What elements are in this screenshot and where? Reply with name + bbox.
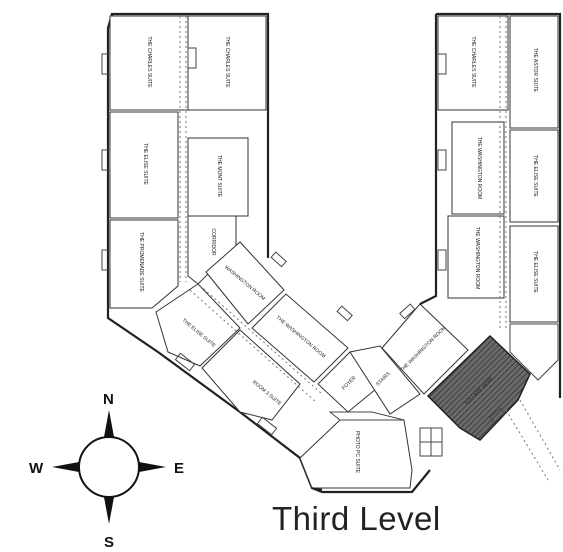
room-wing-r-6[interactable] xyxy=(509,225,559,323)
room-wing-r-5[interactable] xyxy=(447,215,505,299)
room-elbow-l-2[interactable] xyxy=(201,329,301,421)
room-label-wing-r-6: THE ELISE SUITE xyxy=(532,251,538,293)
left-elbow xyxy=(155,241,353,436)
room-wing-l-4[interactable] xyxy=(187,137,249,217)
room-wing-r-1[interactable] xyxy=(437,15,509,111)
compass-needle-south xyxy=(104,497,114,524)
room-elbow-r-1[interactable] xyxy=(381,303,469,395)
room-label-wing-r-1: THE CHARLES SUITE xyxy=(470,36,476,88)
room-label-wing-l-1: THE CHARLES SUITE xyxy=(146,36,152,88)
level-title: Third Level xyxy=(272,500,441,537)
room-label-wing-r-3: THE WASHINGTON ROOM xyxy=(476,137,482,200)
room-wing-r-4[interactable] xyxy=(509,129,559,223)
compass-south-label: S xyxy=(104,534,114,551)
center-section xyxy=(299,351,443,494)
room-wing-r-2[interactable] xyxy=(509,15,559,129)
room-elbow-l-1[interactable] xyxy=(155,283,241,367)
compass-west-label: W xyxy=(29,460,44,477)
right-wing xyxy=(419,12,562,481)
compass-north-label: N xyxy=(103,391,114,408)
compass-needle-east xyxy=(139,462,166,472)
room-wing-r-3[interactable] xyxy=(451,121,505,215)
left-wing xyxy=(101,12,323,492)
room-elbow-r-2[interactable] xyxy=(349,345,421,415)
room-label-wing-l-3: THE ELISE SUITE xyxy=(142,143,148,185)
compass-circle xyxy=(78,436,140,498)
room-label-wing-r-4: THE ELISE SUITE xyxy=(532,155,538,197)
room-label-center-2: PHOTO PC SUITE xyxy=(354,431,360,474)
room-label-wing-l-2: THE CHARLES SUITE xyxy=(224,36,230,88)
compass-needle-north xyxy=(104,410,114,437)
room-label-wing-r-2: THE ASTOR SUITE xyxy=(532,48,538,93)
compass-needle-west xyxy=(52,462,79,472)
room-label-wing-l-5: THE PROMENADE SUITE xyxy=(138,232,144,292)
room-wing-l-2[interactable] xyxy=(187,15,267,111)
room-label-wing-l-6: CORRIDOR xyxy=(210,228,216,256)
room-elbow-l-3[interactable] xyxy=(205,241,285,325)
room-wing-l-5[interactable] xyxy=(109,219,179,309)
compass-rose: N S W E xyxy=(29,391,184,551)
right-elbow xyxy=(349,303,531,441)
room-elbow-l-4[interactable] xyxy=(251,293,349,383)
compass-east-label: E xyxy=(174,460,184,477)
room-label-wing-r-5: THE WASHINGTON ROOM xyxy=(474,227,480,290)
room-label-wing-l-4: THE MONT SUITE xyxy=(216,155,222,198)
